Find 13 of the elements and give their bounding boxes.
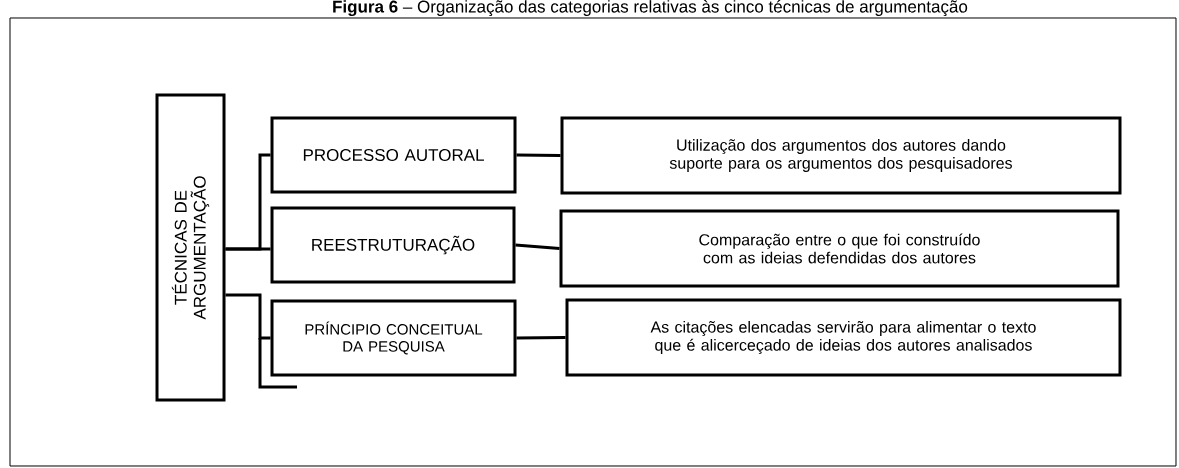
connector-line — [516, 336, 566, 340]
text-box: As citações elencadas servirão para alimentar o texto que é alicerceçado de ideias dos autores analisados — [565, 298, 1122, 377]
text-box: REESTRUTURAÇÃO — [270, 206, 516, 284]
connector-line — [515, 243, 560, 250]
text-box: Utilização dos argumentos dos autores dando suporte para os argumentos dos pesquisadores — [560, 116, 1122, 195]
text-box: PROCESSO AUTORAL — [270, 116, 517, 194]
figure-title: Figura 6 – Organização das categorias relativas às cinco técnicas de argumentação — [333, 0, 968, 17]
connector-line — [225, 247, 271, 251]
connector-line — [516, 153, 561, 157]
category-box: TÉCNICAS DE ARGUMENTAÇÃO — [155, 93, 226, 402]
connector-line — [225, 293, 271, 340]
text-box: Comparação entre o que foi construído com as ideias defendidas dos autores — [559, 209, 1120, 288]
text-box: PRÍNCIPIO CONCEITUAL DA PESQUISA — [270, 299, 517, 377]
